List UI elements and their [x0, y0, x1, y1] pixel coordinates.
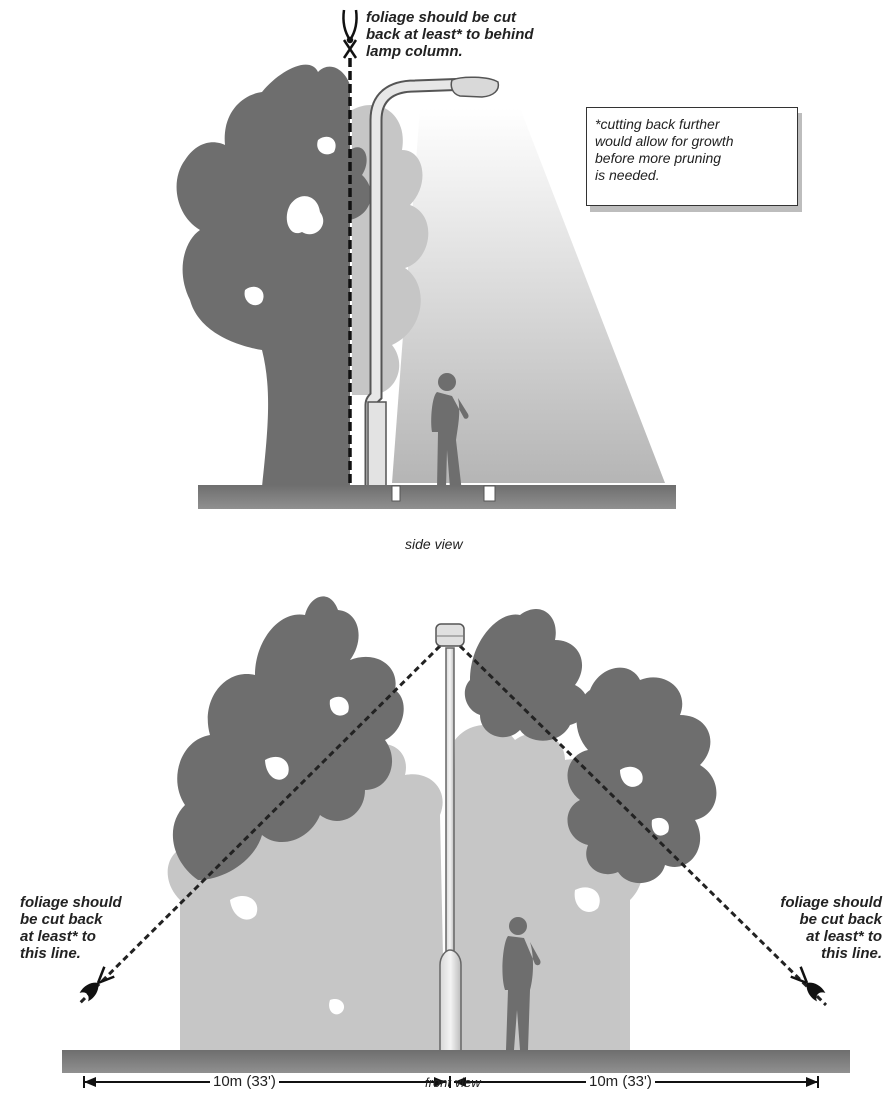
left-distance-label: 10m (33'): [210, 1073, 279, 1090]
side-kerb-post: [391, 485, 401, 502]
front-left-cut-label-line: be cut back: [20, 911, 103, 928]
side-cut-label-line: foliage should be cut: [366, 9, 517, 26]
front-right-cut-label-line: be cut back: [799, 911, 882, 928]
pruning-note-line: *cutting back further: [595, 116, 720, 132]
scissors-icon: [342, 9, 358, 59]
side-tree-gaps: [244, 136, 336, 306]
front-right-cut-label-line: at least* to: [806, 928, 882, 945]
front-right-cut-label: foliage should be cut back at least* to …: [752, 894, 882, 962]
front-left-cut-label-line: at least* to: [20, 928, 96, 945]
side-view-caption: side view: [405, 536, 463, 552]
front-left-cut-label: foliage should be cut back at least* to …: [20, 894, 122, 962]
side-cut-label-line: back at least* to behind: [366, 26, 534, 43]
side-kerb-post: [483, 485, 496, 502]
pruning-note-line: would allow for growth: [595, 133, 734, 149]
pruning-note-box: *cutting back further would allow for gr…: [586, 107, 798, 206]
front-person: [502, 917, 541, 1050]
side-person: [431, 373, 469, 492]
front-left-cut-label-line: this line.: [20, 945, 81, 962]
front-dark-tree-middle: [464, 609, 588, 741]
scissors-icon: [79, 966, 115, 1002]
front-view-caption: front view: [425, 1075, 481, 1090]
front-left-cut-label-line: foliage should: [20, 894, 122, 911]
front-cut-line-right: [458, 644, 828, 1007]
front-ground: [62, 1050, 850, 1073]
front-view: [62, 596, 850, 1088]
front-light-gaps: [230, 887, 600, 1015]
side-light-beam: [392, 108, 665, 483]
side-dark-tree: [176, 64, 372, 488]
pruning-note: *cutting back further would allow for gr…: [595, 116, 734, 184]
side-cut-label-line: lamp column.: [366, 43, 463, 60]
front-dark-gaps: [265, 696, 669, 836]
front-right-cut-label-line: foliage should: [780, 894, 882, 911]
front-lamp-column: [435, 623, 465, 1053]
side-view: [176, 9, 676, 509]
side-cut-label: foliage should be cut back at least* to …: [366, 9, 534, 60]
scissors-icon: [790, 966, 826, 1002]
front-dark-tree-left: [172, 596, 404, 880]
pruning-note-line: is needed.: [595, 167, 660, 183]
side-ground: [198, 485, 676, 509]
pruning-note-line: before more pruning: [595, 150, 722, 166]
front-right-cut-label-line: this line.: [821, 945, 882, 962]
right-distance-label: 10m (33'): [586, 1073, 655, 1090]
front-cut-line-left: [76, 644, 442, 1007]
